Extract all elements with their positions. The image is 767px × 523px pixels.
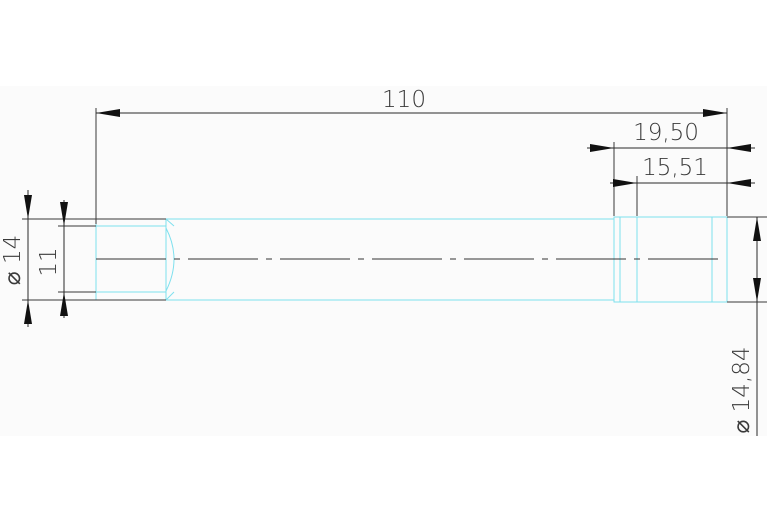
arrow-dia14-bottom — [24, 300, 32, 324]
dim-text-1551: 15,51 — [642, 155, 708, 181]
dimension-shank-diameter: ⌀ 14 — [0, 190, 166, 327]
dim-text-1950: 19,50 — [633, 120, 699, 146]
dimension-overall-length: 110 — [95, 87, 728, 224]
arrow-110-left — [96, 109, 120, 117]
dim-text-110: 110 — [382, 87, 426, 113]
arrow-dia11-bottom — [60, 292, 68, 316]
arrow-110-right — [703, 109, 727, 117]
dimension-thread-diameter: 11 — [36, 200, 96, 318]
arrow-1950-right — [727, 144, 751, 152]
dim-text-dia11: 11 — [36, 247, 62, 276]
arrow-1551-right — [727, 179, 751, 187]
dimension-head-outer: 19,50 — [587, 120, 755, 216]
drawing-area — [0, 86, 767, 436]
arrow-dia14-top — [24, 195, 32, 219]
dimension-head-diameter: ⌀ 14,84 — [727, 216, 767, 436]
dim-text-dia1484: ⌀ 14,84 — [729, 346, 755, 433]
arrow-dia1484-bottom — [753, 278, 761, 302]
dimension-head-inner: 15,51 — [610, 155, 755, 216]
dim-text-dia14: ⌀ 14 — [0, 235, 26, 285]
shoulder-top — [165, 218, 175, 227]
shoulder-bottom — [165, 291, 175, 301]
arrow-dia1484-top — [753, 217, 761, 241]
arrow-1551-left — [613, 179, 637, 187]
arrow-dia11-top — [60, 202, 68, 226]
thread-end-arc — [165, 227, 175, 292]
arrow-1950-left — [590, 144, 614, 152]
